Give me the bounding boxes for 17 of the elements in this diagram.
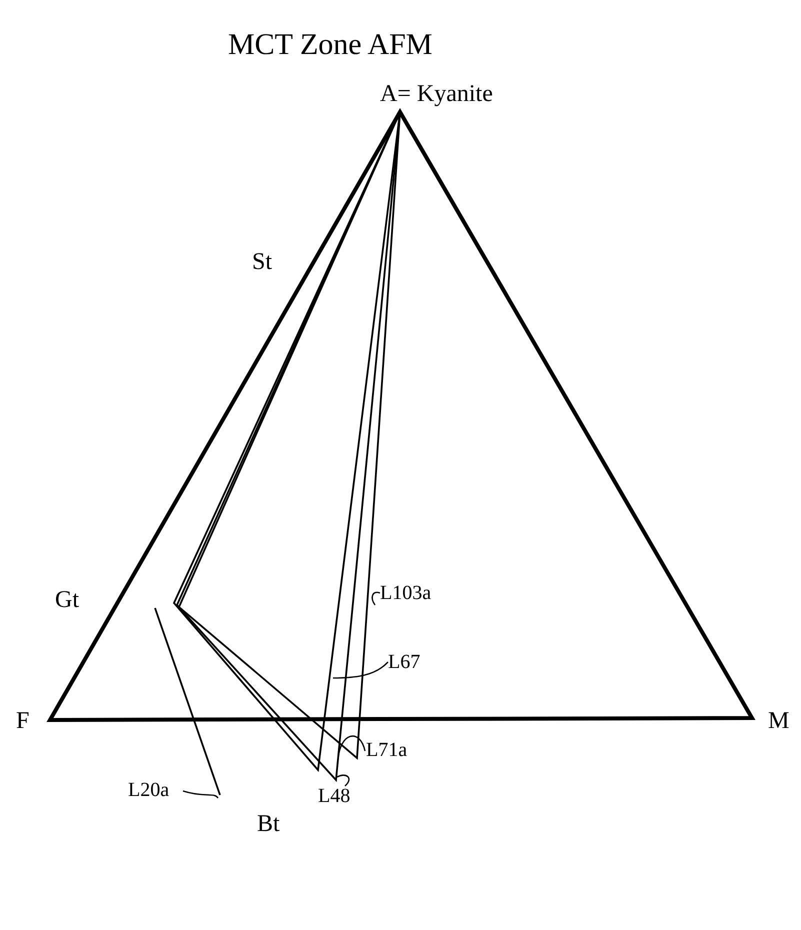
mineral-label: Gt <box>55 588 79 612</box>
leader-line <box>333 662 388 679</box>
sample-label: L103a <box>380 583 432 603</box>
leader-line <box>336 774 350 786</box>
leader-line <box>337 735 366 760</box>
mineral-label: St <box>252 250 272 274</box>
leader-line <box>182 790 218 798</box>
vertex-label: A= Kyanite <box>380 82 493 106</box>
leader-line <box>372 592 380 606</box>
mineral-label: Bt <box>257 812 280 836</box>
vertex-label: F <box>16 709 30 733</box>
sample-label: L67 <box>388 652 420 672</box>
sample-label: L20a <box>128 780 170 800</box>
vertex-label: M <box>768 709 790 733</box>
sample-label: L71a <box>366 740 408 760</box>
chart-title: MCT Zone AFM <box>228 30 432 60</box>
sample-label: L48 <box>318 786 350 806</box>
